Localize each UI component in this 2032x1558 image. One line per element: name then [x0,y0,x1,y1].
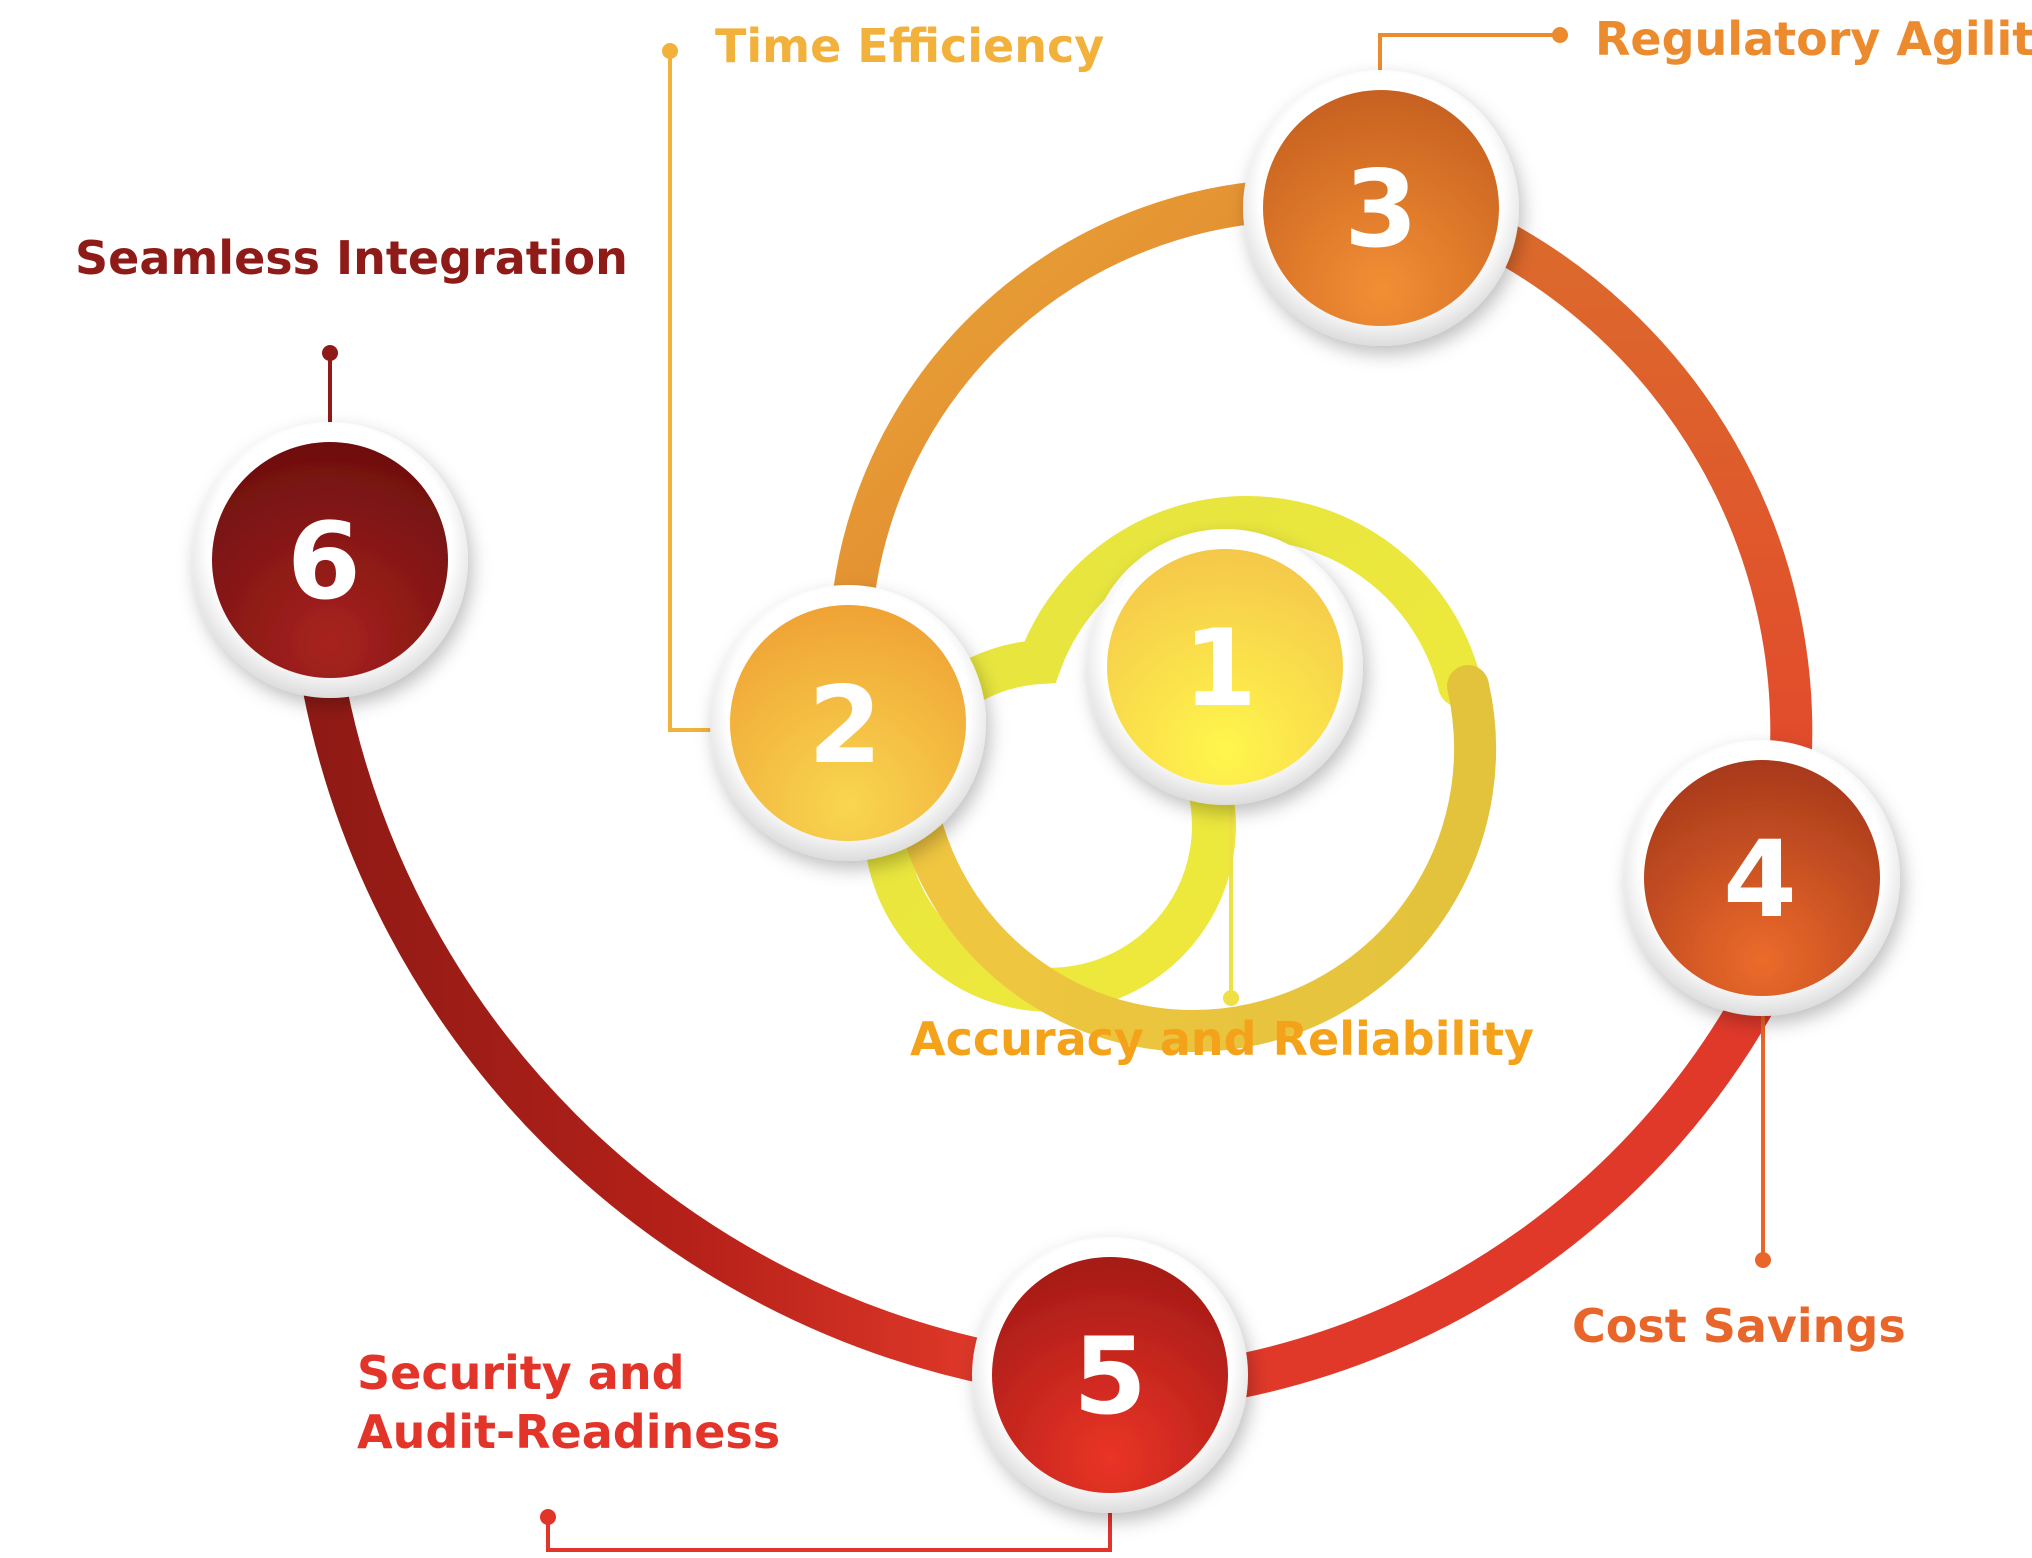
connector-step-3 [1378,33,1560,72]
track-outer-arc [303,685,1005,1387]
step-node-4: 4 [1624,740,1900,1016]
track-left-upper-arc [829,179,1301,641]
step-label-5-line-1: Security and [357,1346,685,1400]
step-number-2: 2 [808,664,882,787]
connectors [322,27,1771,1552]
step-label-1: Accuracy and Reliability [910,1012,1534,1066]
step-label-4: Cost Savings [1572,1299,1906,1353]
connector-step-5 [546,1510,1112,1552]
step-node-5: 5 [972,1237,1248,1513]
connector-step-2 [668,51,720,732]
connector-dot-step-3 [1552,27,1568,43]
track-bottom-arc [897,665,1497,1053]
step-number-6: 6 [287,500,361,623]
connector-dot-step-5 [540,1509,556,1525]
step-node-1: 1 [1087,529,1363,805]
connector-dot-step-2 [662,43,678,59]
track-right-arc [1470,211,1813,772]
step-label-6: Seamless Integration [75,231,628,285]
spiral-track [303,179,1813,1402]
step-node-2: 2 [710,585,986,861]
step-node-6: 6 [192,422,468,698]
step-label-5-line-2: Audit-Readiness [357,1405,780,1459]
step-node-3: 3 [1243,70,1519,346]
step-number-3: 3 [1344,148,1418,271]
step-number-1: 1 [1183,607,1257,730]
connector-dot-step-1 [1223,990,1239,1006]
track-lower-right-arc [1216,989,1775,1402]
step-label-3: Regulatory Agility [1595,12,2032,66]
step-number-4: 4 [1723,818,1797,941]
connector-dot-step-6 [322,345,338,361]
step-label-2: Time Efficiency [715,19,1104,73]
step-number-5: 5 [1073,1315,1147,1438]
connector-dot-step-4 [1755,1252,1771,1268]
